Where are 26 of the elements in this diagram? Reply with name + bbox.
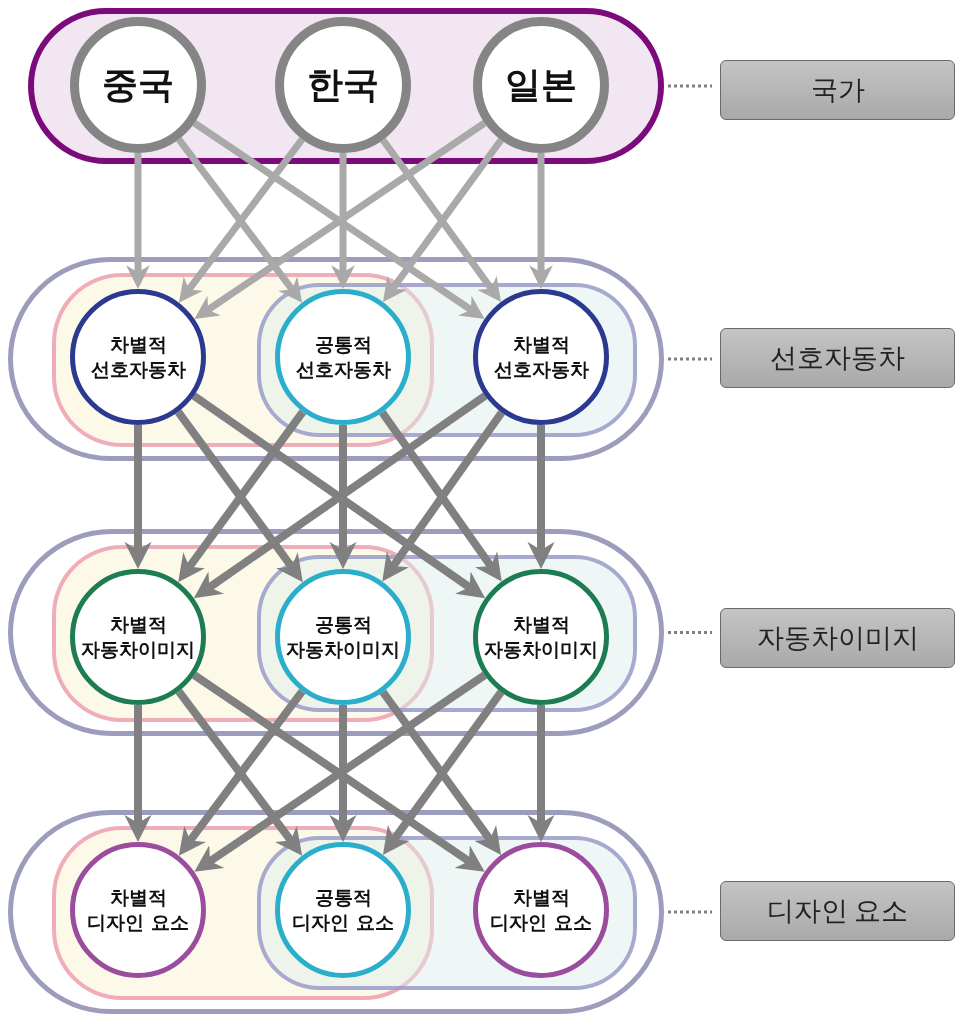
arrow [124, 705, 152, 842]
arrow [329, 425, 357, 569]
dotted-connector [668, 84, 712, 88]
level-label: 국가 [720, 60, 955, 120]
arrow [331, 153, 355, 289]
arrow [527, 425, 555, 569]
category-circle: 차별적 디자인 요소 [70, 842, 206, 978]
arrow [527, 705, 555, 842]
country-circle: 한국 [275, 17, 411, 153]
dotted-connector [668, 357, 712, 361]
country-circle: 중국 [70, 17, 206, 153]
level-label: 자동차이미지 [720, 608, 955, 668]
category-circle: 차별적 선호자동차 [473, 289, 609, 425]
level-label: 디자인 요소 [720, 881, 955, 941]
arrow [126, 153, 150, 289]
country-circle: 일본 [473, 17, 609, 153]
dotted-connector [668, 631, 712, 634]
arrow [529, 153, 553, 289]
level-label: 선호자동차 [720, 328, 955, 388]
category-circle: 차별적 자동차이미지 [473, 569, 609, 705]
category-circle: 차별적 자동차이미지 [70, 569, 206, 705]
arrow [329, 705, 357, 842]
category-circle: 차별적 선호자동차 [70, 289, 206, 425]
arrow [124, 425, 152, 569]
dotted-connector [668, 910, 712, 914]
category-circle: 차별적 디자인 요소 [473, 842, 609, 978]
